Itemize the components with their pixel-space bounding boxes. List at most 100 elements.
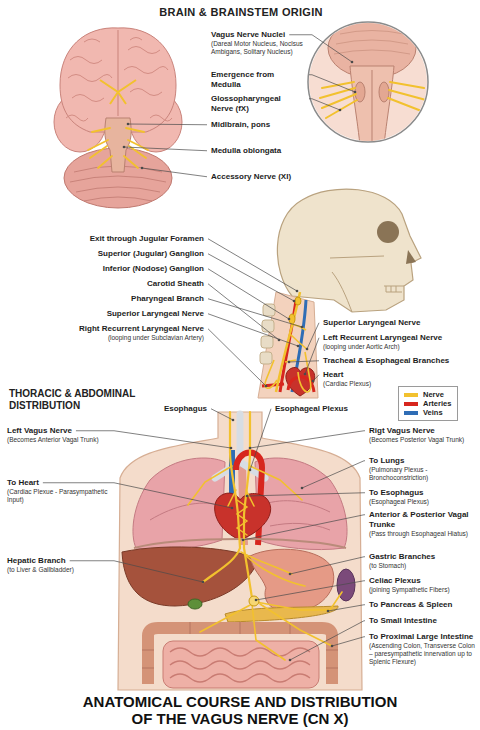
legend-row: Veins — [404, 408, 451, 417]
leader-line — [309, 75, 355, 92]
legend-text: Nerve — [423, 390, 444, 399]
nerve-label: Left Vagus Nerve — [6, 426, 73, 436]
leader-line — [208, 269, 289, 319]
leader-line — [307, 323, 319, 349]
leader-dot — [331, 645, 334, 648]
leader-line — [328, 605, 365, 611]
note-text: (Dareal Motor Nucleus, Noclsus Ambigans,… — [210, 40, 306, 56]
torso-drawing — [170, 648, 310, 682]
neck-drawing — [258, 292, 318, 398]
skull-drawing — [386, 286, 396, 292]
branch-label: Hepatic Branch — [6, 556, 67, 566]
organ-label: Esophagus — [163, 404, 208, 414]
torso-drawing — [237, 500, 247, 535]
torso-drawing — [188, 599, 202, 609]
neck-drawing — [261, 336, 273, 348]
leader-dot — [354, 91, 357, 94]
leader-line — [211, 409, 233, 420]
leader-dot — [289, 573, 292, 576]
torso-drawing — [163, 641, 319, 688]
branch-label: To Heart — [6, 478, 40, 488]
brainstem-inset — [372, 70, 373, 145]
leader-line — [290, 557, 365, 574]
torso-drawing — [249, 596, 259, 606]
leader-dot — [296, 290, 299, 293]
leader-dot — [327, 610, 330, 613]
torso-drawing — [244, 412, 250, 548]
neck-drawing — [295, 297, 301, 305]
legend-swatch — [404, 411, 418, 415]
organ-label: Heart — [322, 370, 344, 380]
torso-drawing — [215, 493, 271, 540]
branch-label: To Small Intestine — [368, 616, 438, 626]
brain-drawing — [118, 30, 119, 116]
leader-dot — [351, 61, 354, 64]
leader-dot — [249, 447, 252, 450]
nerve-label: Superior Laryngeal Nerve — [322, 318, 421, 328]
skull-drawing — [330, 256, 404, 312]
nucleus-label: Vagus Nerve Nuclei — [210, 30, 286, 40]
section-heading: BRAIN & BRAINSTEM ORIGIN — [90, 6, 392, 19]
neck-drawing — [262, 320, 274, 332]
structure-label: Medulla oblongata — [210, 146, 282, 156]
leader-line — [142, 168, 207, 177]
legend-box: NerveArteriesVeins — [398, 386, 458, 421]
leader-line — [290, 621, 365, 660]
torso-drawing — [225, 606, 338, 622]
leader-line — [243, 515, 365, 540]
nerve-label: Anterior & Posterior Vagal Trunke — [368, 510, 478, 529]
leader-line — [208, 314, 298, 346]
nerve-label: Glossopharyngeal Nerve (fX) — [210, 94, 306, 113]
brainstem-inset — [350, 66, 394, 145]
brain-drawing — [100, 80, 136, 104]
leader-line — [247, 493, 365, 496]
leader-dot — [265, 385, 268, 388]
branch-label: To Pancreas & Spleen — [368, 600, 453, 610]
leader-line — [250, 431, 365, 448]
leader-line — [250, 409, 271, 470]
leader-dot — [301, 487, 304, 490]
leader-line — [124, 147, 207, 151]
torso-drawing — [241, 552, 305, 586]
structure-label: Carotid Sheath — [146, 279, 205, 289]
section-heading: THORACIC & ABDOMINAL DISTRIBUTION — [8, 388, 160, 412]
brain-drawing — [105, 118, 131, 172]
leader-dot — [231, 507, 234, 510]
plexus-label: Celiac Plexus — [368, 576, 422, 586]
leader-dot — [312, 380, 315, 383]
torso-drawing — [256, 592, 342, 610]
nerve-label: Left Recurrent Laryngeal Nerve — [322, 333, 443, 343]
nerve-label: Accessory Nerve (XI) — [210, 172, 292, 182]
branch-label: To Esophagus — [368, 488, 425, 498]
neck-drawing — [263, 304, 275, 316]
torso-drawing — [252, 604, 285, 660]
brainstem-inset — [334, 31, 410, 55]
leader-dot — [255, 599, 258, 602]
leader-dot — [249, 469, 252, 472]
note-text: (Becomes Anterior Vagal Trunk) — [6, 436, 100, 444]
leader-dot — [123, 146, 126, 149]
note-text: (Cardiac Plexue - Parasympathetic Input) — [6, 488, 112, 504]
legend-text: Veins — [423, 408, 443, 417]
leader-line — [309, 99, 340, 110]
leader-line — [208, 284, 279, 340]
note-text: (Esophageal Plexus) — [368, 498, 430, 506]
structure-label: Emergence from Medulla — [210, 70, 306, 89]
leader-dot — [202, 581, 205, 584]
nerve-label: Right Recurrent Laryngeal Nerve — [78, 324, 205, 334]
torso-drawing — [203, 548, 240, 582]
leader-dot — [288, 318, 291, 321]
leader-line — [208, 329, 266, 386]
brainstem-inset — [305, 18, 435, 145]
torso-drawing — [122, 547, 258, 606]
leader-dot — [289, 659, 292, 662]
skull-drawing — [377, 221, 399, 243]
nerve-label: Tracheal & Esophageal Branches — [322, 356, 450, 366]
note-text: (Ascending Colon, Transverse Colon – par… — [368, 642, 478, 666]
torso-drawing — [118, 412, 362, 690]
neck-drawing — [298, 352, 311, 392]
legend-row: Arteries — [404, 399, 451, 408]
torso-drawing — [228, 490, 254, 506]
leader-line — [305, 338, 319, 374]
